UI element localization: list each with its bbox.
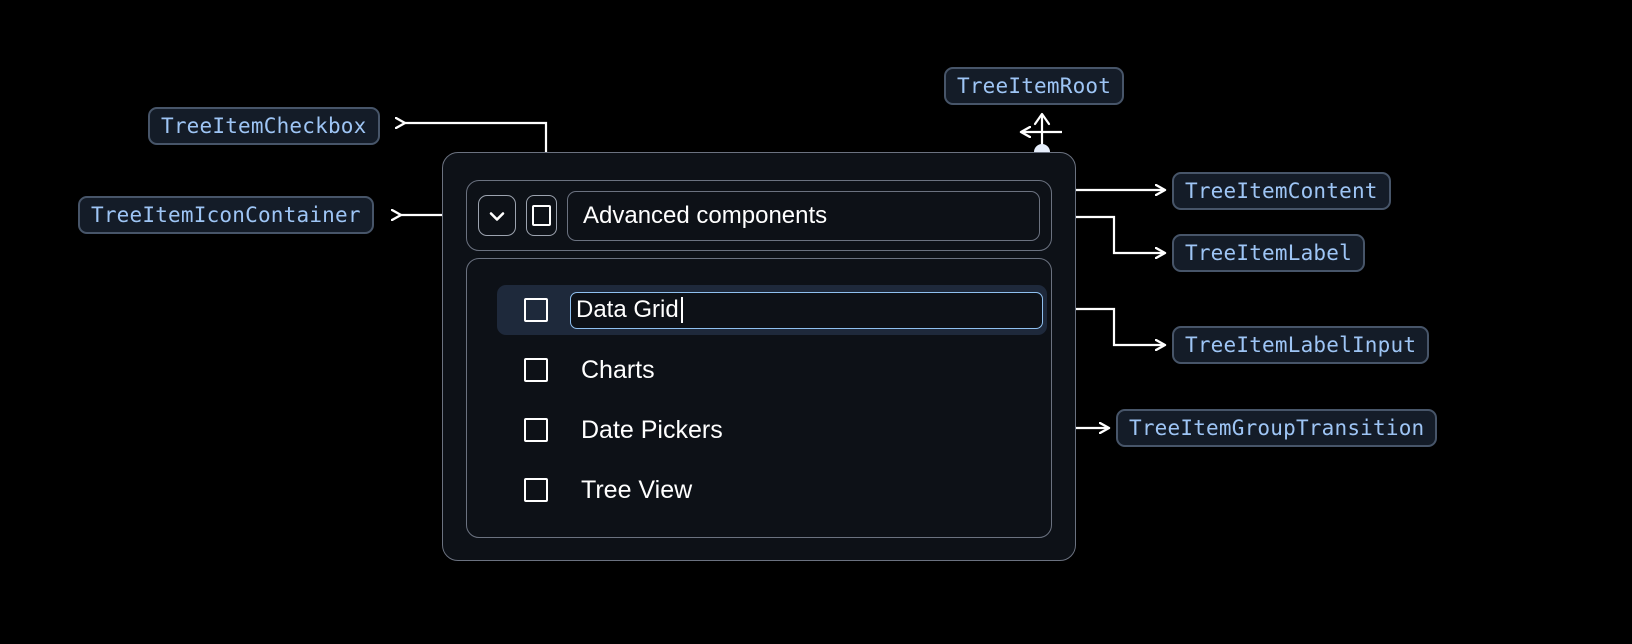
annotation-chip-tree-item-label-input: TreeItemLabelInput [1172,326,1430,364]
tree-item-checkbox[interactable] [526,195,557,236]
checkbox-square-icon[interactable] [524,418,548,442]
checkbox-square-icon[interactable] [524,358,548,382]
chevron-down-icon [489,211,505,221]
text-caret [680,297,683,323]
annotation-chip-tree-item-group-transition: TreeItemGroupTransition [1116,409,1438,447]
tree-item-label: Charts [581,355,655,384]
checkbox-square-icon[interactable] [524,298,548,322]
tree-item-label: Tree View [581,475,693,504]
tree-item-label-input-value: Data Grid [576,296,679,323]
list-item[interactable]: Tree View [499,467,1045,513]
list-item[interactable]: Data Grid [497,285,1047,335]
annotation-chip-tree-item-label: TreeItemLabel [1172,234,1365,272]
tree-item-label: Date Pickers [581,415,723,444]
tree-item-group-transition: Data Grid Charts Date Pickers Tree View [466,258,1052,538]
checkbox-square-icon [532,205,551,226]
list-item[interactable]: Date Pickers [499,407,1045,453]
checkbox-square-icon[interactable] [524,478,548,502]
annotation-chip-tree-item-root: TreeItemRoot [944,67,1125,105]
tree-item-label[interactable]: Advanced components [567,190,1040,241]
annotation-chip-tree-item-content: TreeItemContent [1172,172,1391,210]
list-item[interactable]: Charts [499,347,1045,393]
annotation-chip-tree-item-icon-container: TreeItemIconContainer [78,196,374,234]
tree-item-label-input[interactable]: Data Grid [570,291,1043,329]
tree-item-content[interactable]: Advanced components [466,180,1052,251]
arrowhead-tree-item-root [1033,112,1051,126]
tree-item-icon-container[interactable] [478,195,516,236]
annotation-chip-tree-item-checkbox: TreeItemCheckbox [148,107,380,145]
